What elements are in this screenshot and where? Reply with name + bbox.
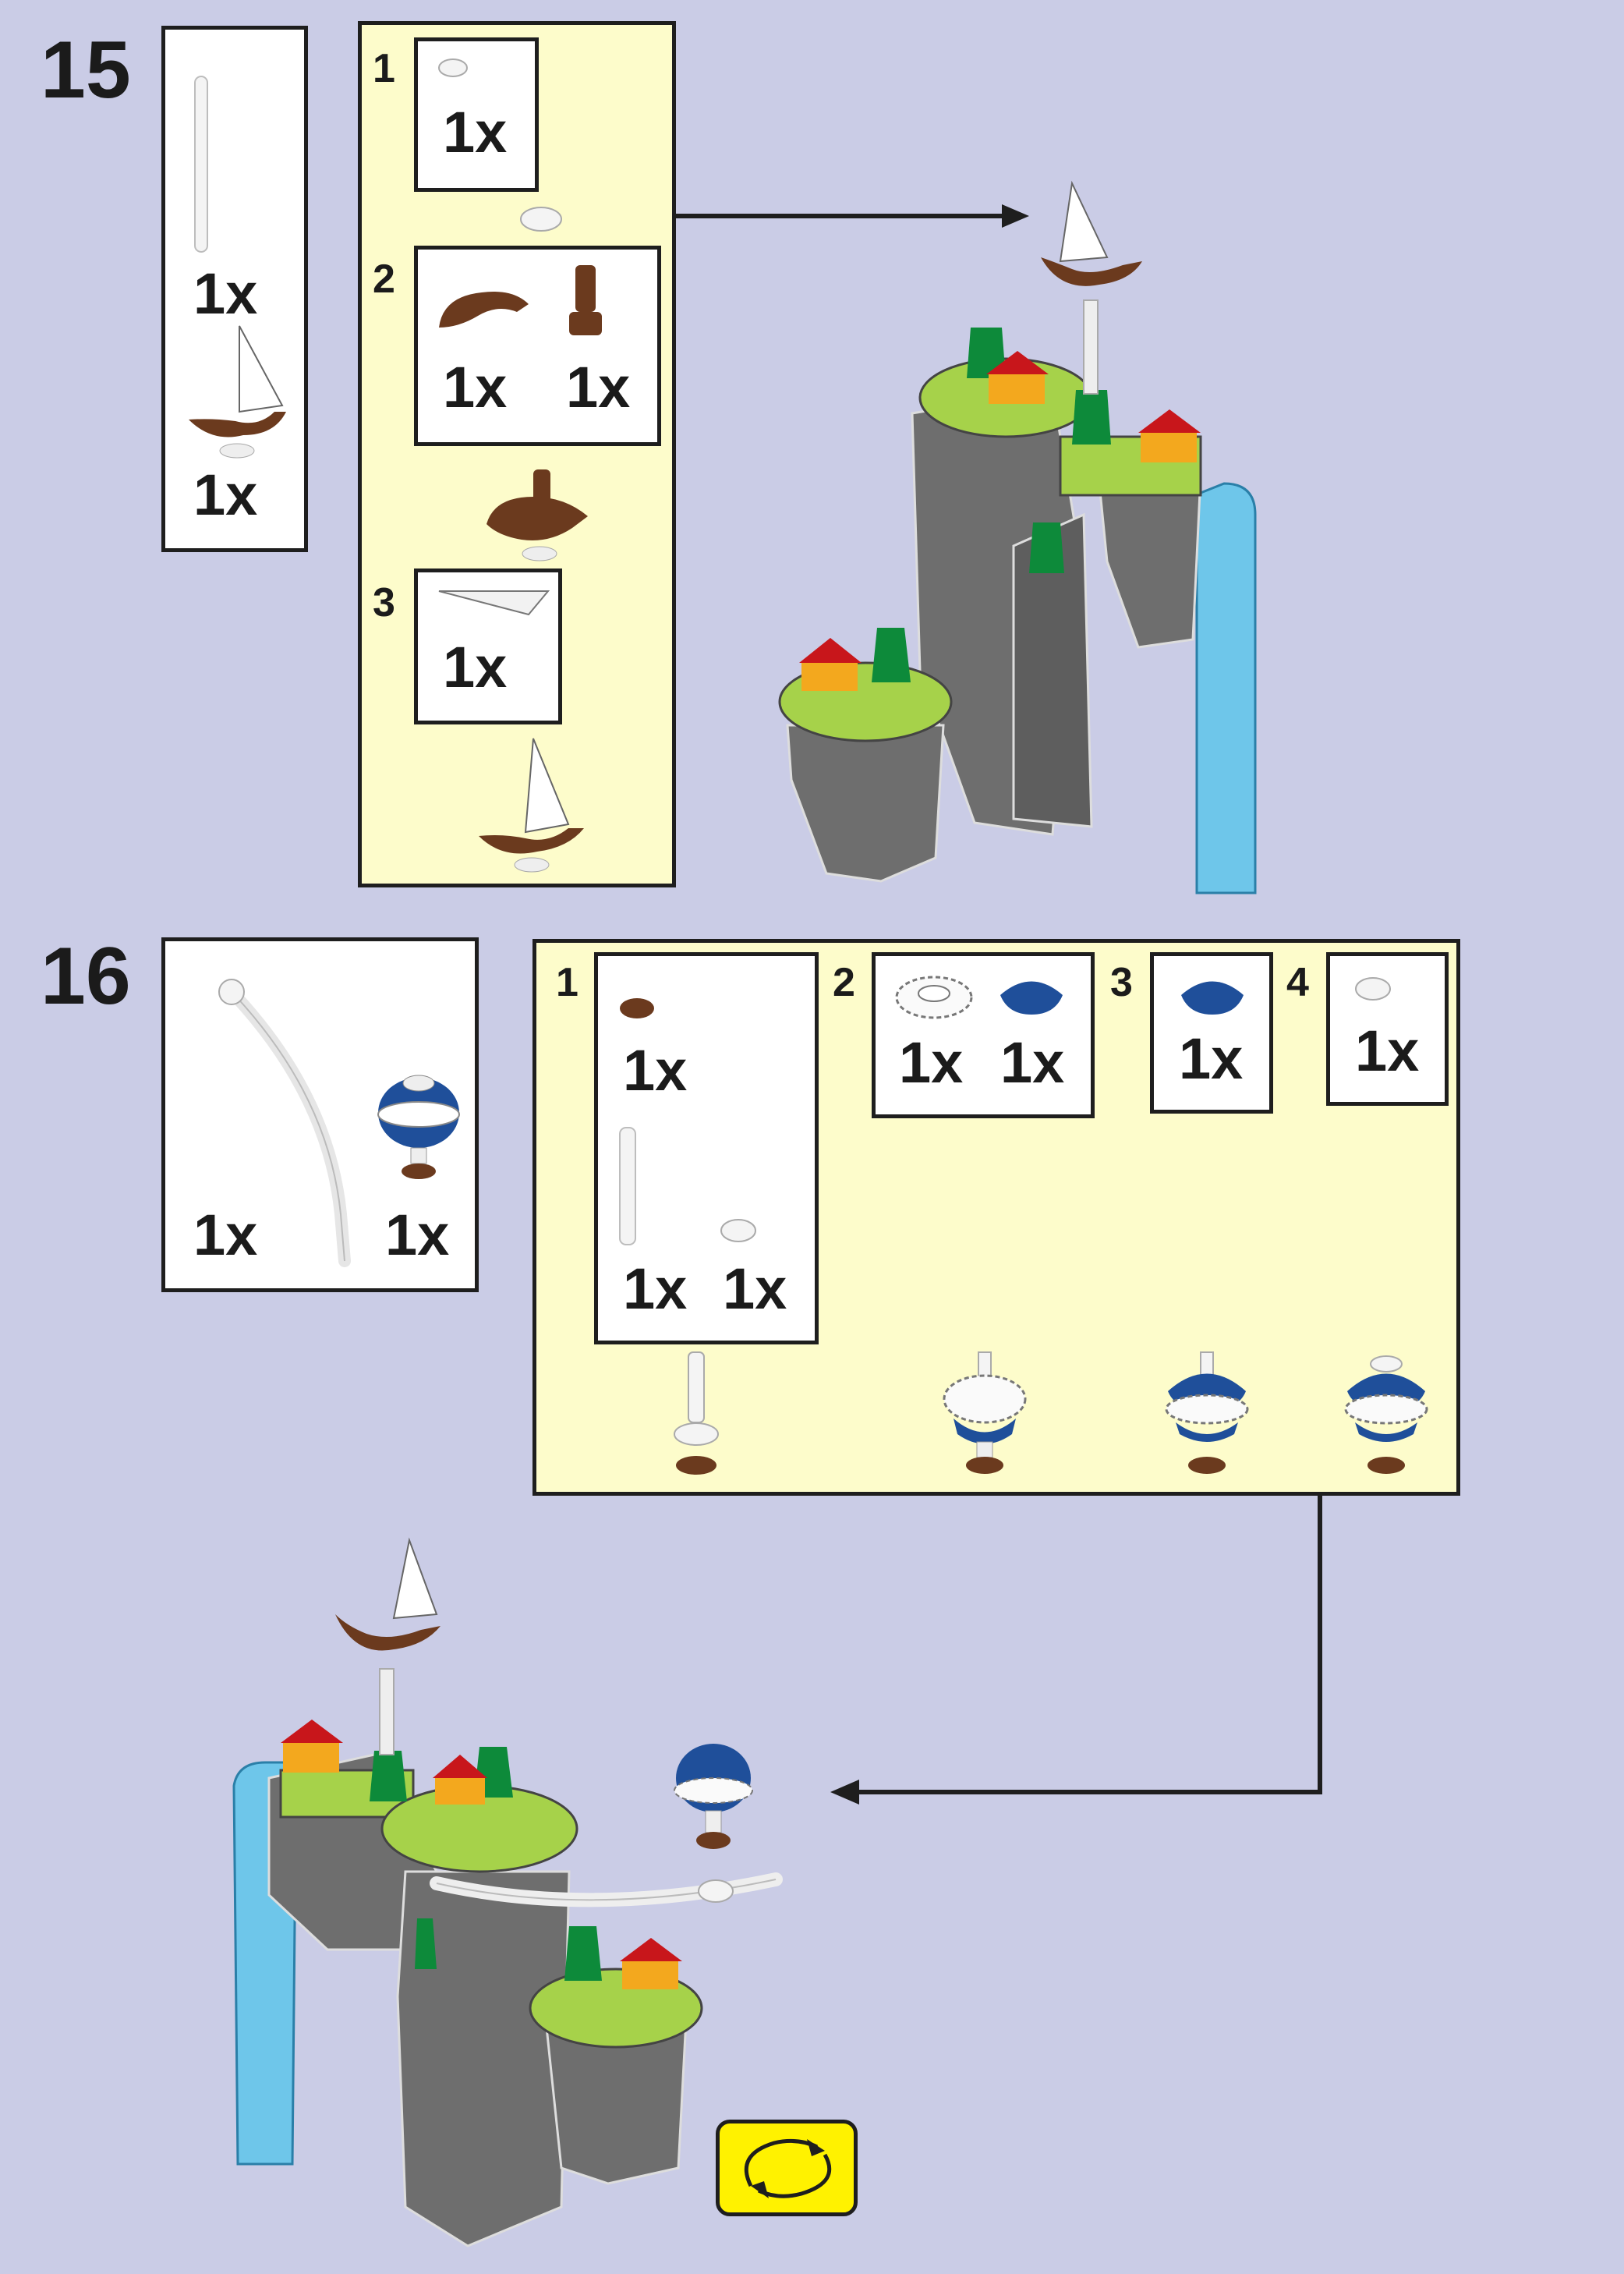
substep-callout-16: 1 1x 1x 1x 2 1x 1x 3 1x 4 (532, 939, 1460, 1496)
substep-parts-box: 1x (414, 37, 539, 192)
rotate-model-icon (744, 2138, 832, 2198)
sail-wedge-icon (438, 590, 550, 616)
qty-label: 1x (723, 1256, 787, 1321)
boat-hull-icon (439, 292, 529, 328)
brown-round-plate-icon (620, 998, 654, 1018)
white-round-plate-icon (1355, 977, 1391, 1001)
qty-label: 1x (443, 355, 508, 420)
qty-label: 1x (1355, 1018, 1420, 1083)
qty-label: 1x (623, 1256, 688, 1321)
assembly-stage-1-icon (674, 1351, 719, 1475)
step-number-15: 15 (41, 25, 131, 115)
substep-parts-box: 1x 1x (872, 952, 1095, 1118)
qty-label: 1x (443, 100, 508, 165)
qty-label: 1x (193, 1203, 258, 1267)
blue-dome-icon (1181, 981, 1244, 1015)
mast-bar-icon (569, 265, 602, 335)
substep-parts-box: 1x (414, 568, 562, 724)
substep-parts-box: 1x 1x 1x (594, 952, 819, 1344)
arrow-left-icon (830, 1496, 1322, 1805)
qty-label: 1x (385, 1203, 450, 1267)
transparent-bar-icon (194, 76, 208, 253)
boat-hull-assembly-icon (486, 469, 588, 561)
substep-parts-box: 1x (1150, 952, 1273, 1114)
qty-label: 1x (193, 261, 258, 326)
blue-dome-icon (1000, 981, 1063, 1015)
parts-list-16: 1x 1x (161, 937, 479, 1292)
parts-list-15: 1x 1x (161, 26, 308, 552)
qty-label: 1x (566, 355, 631, 420)
substep-number: 2 (833, 960, 855, 1005)
white-gear-icon (895, 976, 973, 1019)
substep-number: 1 (556, 960, 578, 1005)
substep-number: 4 (1286, 960, 1309, 1005)
assembly-stage-3-icon (1165, 1351, 1249, 1474)
step-number-16: 16 (41, 931, 131, 1022)
substep-number: 3 (373, 580, 395, 625)
qty-label: 1x (193, 462, 258, 527)
qty-label: 1x (623, 1038, 688, 1103)
substep-number: 3 (1110, 960, 1133, 1005)
globe-assembly-icon (377, 1075, 460, 1179)
substep-number: 2 (373, 257, 395, 302)
substep-parts-box: 1x (1326, 952, 1449, 1106)
qty-label: 1x (899, 1030, 964, 1095)
substep-parts-box: 1x 1x (414, 246, 661, 446)
round-plate-icon (438, 58, 468, 77)
assembly-stage-2-icon (943, 1351, 1027, 1474)
transparent-bar-icon (619, 1127, 636, 1245)
qty-label: 1x (1179, 1026, 1244, 1091)
boat-assembly-icon (189, 325, 286, 459)
substep-callout-15: 1 1x 2 1x 1x 3 1x (358, 21, 676, 887)
curved-tube-icon (218, 979, 351, 1267)
arrow-right-icon (676, 204, 1029, 228)
white-round-plate-icon (720, 1219, 756, 1242)
qty-label: 1x (443, 635, 508, 700)
qty-label: 1x (1000, 1030, 1065, 1095)
round-plate-icon (520, 207, 562, 232)
assembly-stage-4-icon (1344, 1355, 1428, 1474)
boat-assembly-icon (479, 738, 584, 873)
substep-number: 1 (373, 46, 395, 91)
rotate-model-badge (716, 2120, 858, 2216)
